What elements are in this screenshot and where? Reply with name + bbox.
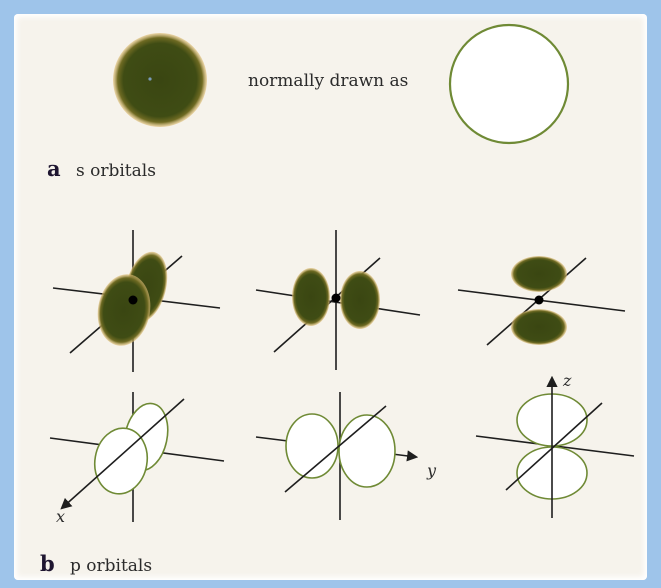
y-axis-line bbox=[255, 289, 421, 316]
section-b-title: p orbitals bbox=[70, 556, 152, 576]
x-axis-line bbox=[505, 402, 603, 491]
py-left-lobe bbox=[292, 268, 330, 326]
py-right-lobe bbox=[340, 271, 380, 329]
section-b-letter: b bbox=[40, 551, 55, 576]
nucleus-dot bbox=[331, 293, 341, 303]
nucleus-dot bbox=[128, 295, 138, 305]
section-a-letter: a bbox=[47, 156, 61, 181]
px-orbital-outline: x bbox=[49, 392, 225, 526]
pz-lower-lobe bbox=[511, 309, 567, 345]
py-orbital-shaded bbox=[255, 230, 421, 370]
nucleus-dot bbox=[534, 295, 544, 305]
x-axis-label: x bbox=[56, 507, 65, 526]
s-orbital-outline bbox=[448, 23, 570, 145]
pz-orbital-shaded bbox=[457, 256, 626, 346]
s-orbital-center-dot bbox=[148, 77, 152, 81]
py-orbital-outline: y bbox=[255, 392, 437, 520]
py-right-lobe bbox=[338, 414, 396, 488]
s-orbital-shaded bbox=[113, 33, 207, 127]
x-axis-line bbox=[284, 405, 387, 493]
pz-upper-lobe bbox=[511, 256, 567, 292]
px-orbital-shaded bbox=[52, 230, 221, 372]
z-axis-label: z bbox=[562, 371, 572, 390]
x-axis-arrow bbox=[60, 398, 185, 510]
y-axis-label: y bbox=[426, 461, 437, 480]
px-front-lobe bbox=[97, 274, 151, 346]
section-a-title: s orbitals bbox=[76, 161, 156, 181]
normally-drawn-as-caption: normally drawn as bbox=[248, 71, 408, 91]
pz-orbital-outline: z bbox=[475, 371, 635, 518]
